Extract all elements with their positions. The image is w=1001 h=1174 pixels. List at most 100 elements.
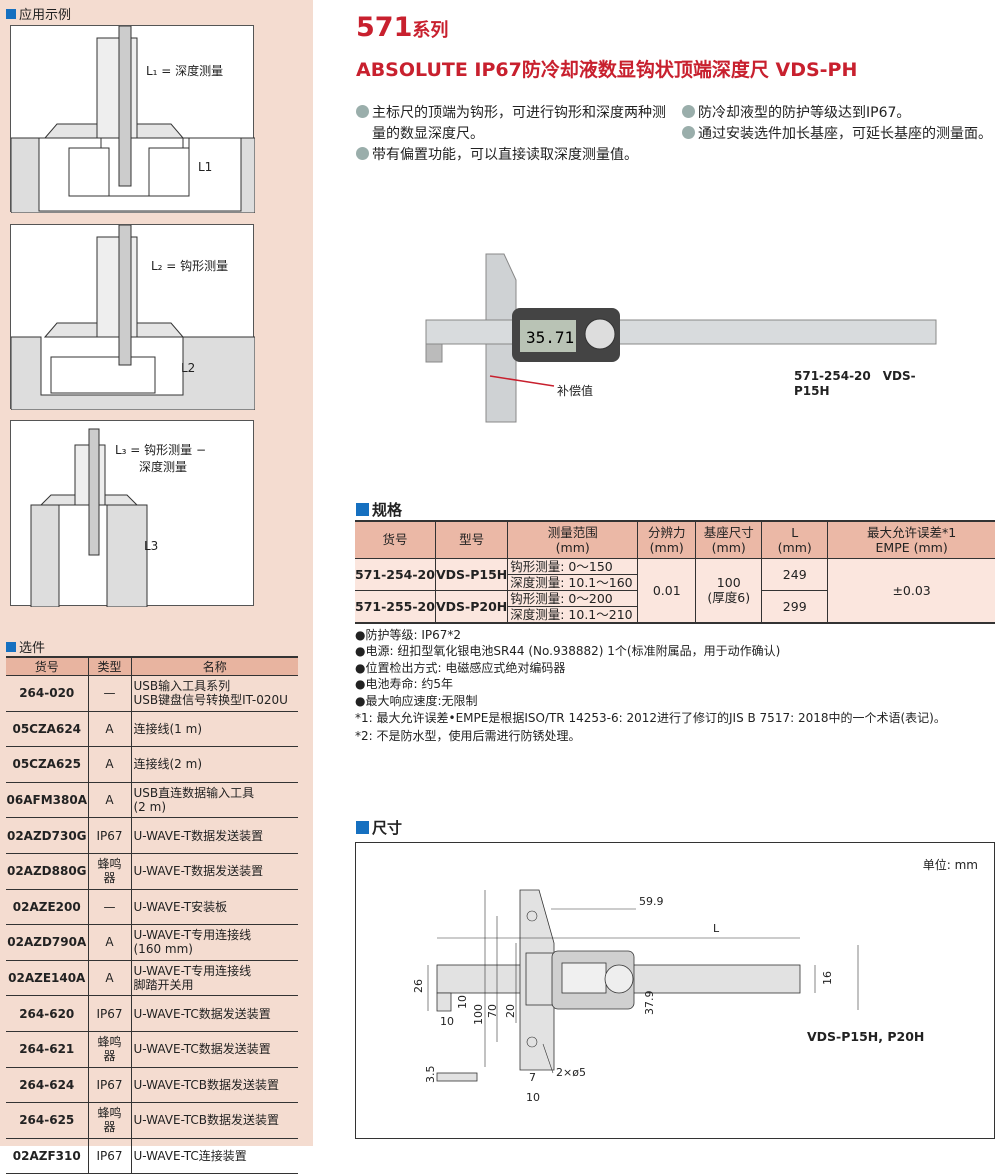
application-example-2: L₂ = 钩形测量 L2 [10, 224, 255, 410]
option-type: — [88, 889, 132, 926]
cell-depth-range: 深度测量: 10.1～160 [507, 573, 639, 590]
option-code: 06AFM380A [6, 782, 89, 819]
option-type: A [88, 924, 132, 961]
cell-depth-range: 深度测量: 10.1～210 [507, 605, 639, 623]
option-row: 264-020—USB输入工具系列 USB键盘信号转换型IT-020U [6, 675, 298, 712]
spec-section: 货号 型号 测量范围 (mm) 分辨力 (mm) 基座尺寸 (mm) L (mm… [355, 520, 995, 744]
feature-3: 防冷却液型的防护等级达到IP67。 [682, 103, 1000, 124]
bullet-icon [356, 147, 369, 160]
footnote: *1: 最大允许误差•EMPE是根据ISO/TR 14253-6: 2012进行… [355, 711, 946, 725]
dim-59-9: 59.9 [639, 895, 664, 908]
app1-label: L₁ = 深度测量 [146, 64, 224, 78]
option-type: A [88, 960, 132, 997]
option-type: 蜂鸣器 [88, 1102, 132, 1139]
option-type: IP67 [88, 1067, 132, 1104]
option-type: — [88, 675, 132, 712]
option-code: 02AZF310 [6, 1138, 89, 1174]
option-name: U-WAVE-T数据发送装置 [131, 817, 298, 854]
application-example-1: L₁ = 深度测量 L1 [10, 25, 255, 213]
cell-code: 571-254-20 [355, 557, 436, 590]
dim-20: 20 [504, 1004, 517, 1018]
option-code: 05CZA624 [6, 711, 89, 748]
cell-L: 299 [761, 589, 829, 623]
option-code: 02AZD730G [6, 817, 89, 854]
option-type: IP67 [88, 995, 132, 1032]
unit-label: 单位: mm [922, 858, 978, 872]
col-mpe: 最大允许误差*1 EMPE (mm) [827, 521, 995, 558]
option-name: 连接线(1 m) [131, 711, 298, 748]
bullet-icon [682, 105, 695, 118]
spec-heading-text: 规格 [372, 501, 403, 519]
product-photo: 35.71 补偿值 571-254-20 VDS-P15H [420, 250, 940, 430]
spec-heading: 规格 [356, 499, 402, 520]
option-code: 264-621 [6, 1031, 89, 1068]
product-caption: 571-254-20 VDS-P15H [794, 369, 916, 398]
feature-text: 通过安装选件加长基座，可延长基座的测量面。 [698, 126, 992, 142]
option-code: 05CZA625 [6, 746, 89, 783]
option-row: 02AZE200—U-WAVE-T安装板 [6, 889, 298, 926]
option-name: U-WAVE-T数据发送装置 [131, 853, 298, 890]
dims-heading-text: 尺寸 [372, 819, 403, 837]
option-name: U-WAVE-T专用连接线 (160 mm) [131, 924, 298, 961]
feature-2: 带有偏置功能，可以直接读取深度测量值。 [356, 145, 676, 166]
option-code: 02AZD880G [6, 853, 89, 890]
app3-label-line2: 深度测量 [139, 460, 188, 474]
apps-heading-text: 应用示例 [19, 8, 72, 23]
drawing-model: VDS-P15H, P20H [807, 1029, 925, 1044]
app3-label-line1: L₃ = 钩形测量 − [115, 443, 207, 457]
cell-hook-range: 钩形测量: 0～200 [507, 589, 639, 606]
lcd-reading: 35.71 [526, 328, 574, 347]
option-type: A [88, 746, 132, 783]
dimension-drawing: 单位: mm VDS-P15H, P20H 59.9 L 26 10 10 10… [355, 842, 995, 1139]
apps-heading: 应用示例 [6, 4, 71, 23]
option-name: U-WAVE-TCB数据发送装置 [131, 1067, 298, 1104]
col-code: 货号 [355, 521, 436, 558]
option-type: IP67 [88, 1138, 132, 1174]
dim-16: 16 [821, 971, 834, 985]
note: ●最大响应速度:无限制 [355, 693, 478, 708]
section-marker-icon [356, 503, 369, 516]
dim-37-9: 37.9 [643, 991, 656, 1016]
features-left: 主标尺的顶端为钩形，可进行钩形和深度两种测量的数显深度尺。 带有偏置功能，可以直… [356, 103, 676, 166]
cell-L: 249 [761, 557, 829, 590]
feature-1: 主标尺的顶端为钩形，可进行钩形和深度两种测量的数显深度尺。 [356, 103, 676, 145]
col-type: 类型 [88, 657, 132, 676]
col-model: 型号 [435, 521, 509, 558]
dim-3-5: 3.5 [424, 1066, 437, 1084]
application-example-3: L₃ = 钩形测量 − 深度测量 L3 [10, 420, 254, 607]
left-panel: 应用示例 L₁ = 深度测量 L1 L₂ = 钩形测量 L2 L₃ = 钩形测量… [0, 0, 313, 1174]
option-type: A [88, 782, 132, 819]
dim-100: 100 [472, 1004, 485, 1025]
feature-text: 防冷却液型的防护等级达到IP67。 [698, 105, 911, 121]
option-name: 连接线(2 m) [131, 746, 298, 783]
bullet-icon [682, 126, 695, 139]
option-code: 264-020 [6, 675, 89, 712]
cell-base: 100 (厚度6) [695, 557, 763, 623]
col-base: 基座尺寸 (mm) [695, 521, 763, 558]
series-title: 571系列 [356, 12, 448, 43]
dim-10-hook: 10 [456, 995, 469, 1009]
option-name: U-WAVE-T安装板 [131, 889, 298, 926]
dim-70: 70 [486, 1004, 499, 1018]
option-name: U-WAVE-TC数据发送装置 [131, 1031, 298, 1068]
options-table: 货号 类型 名称 264-020—USB输入工具系列 USB键盘信号转换型IT-… [6, 656, 298, 1174]
section-marker-icon [6, 8, 16, 19]
section-marker-icon [6, 641, 16, 652]
option-name: USB输入工具系列 USB键盘信号转换型IT-020U [131, 675, 298, 712]
dim-10-base: 10 [526, 1091, 540, 1104]
option-code: 02AZE140A [6, 960, 89, 997]
cell-code: 571-255-20 [355, 589, 436, 623]
note: ●电池寿命: 约5年 [355, 677, 453, 691]
option-code: 264-625 [6, 1102, 89, 1139]
options-heading-text: 选件 [19, 641, 46, 656]
